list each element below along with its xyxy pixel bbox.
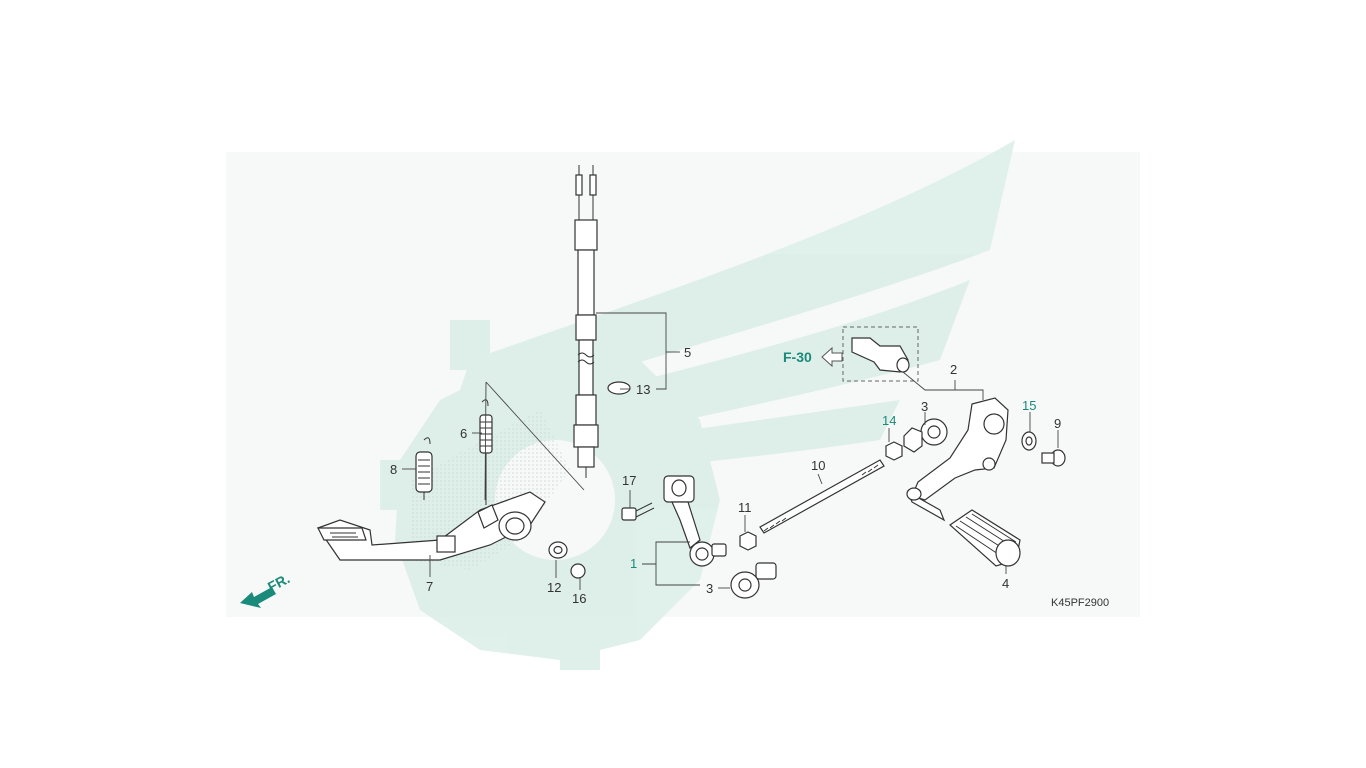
callout-16: 16	[572, 591, 586, 606]
callout-5: 5	[684, 345, 691, 360]
callout-13: 13	[636, 382, 650, 397]
snap-ring-16	[570, 563, 586, 579]
callout-8: 8	[390, 462, 397, 477]
tie-rod-10	[759, 459, 885, 534]
shift-rubber-4	[949, 509, 1021, 567]
bolt-9	[1041, 449, 1066, 467]
callout-11: 11	[738, 500, 752, 515]
callout-7: 7	[426, 579, 433, 594]
callout-4: 4	[1002, 576, 1009, 591]
ref-arrow-f30: F-30	[783, 346, 843, 368]
ref-page-label: F-30	[783, 349, 812, 365]
pedal-cable-leader	[484, 381, 585, 501]
bolt-17	[621, 502, 655, 521]
leader-lines	[402, 312, 1059, 590]
callout-14: 14	[882, 413, 896, 428]
callout-10: 10	[811, 458, 825, 473]
brake-switch-cable	[573, 165, 599, 478]
gearshift-arm	[663, 475, 727, 567]
callout-15: 15	[1022, 398, 1036, 413]
diagram-code: K45PF2900	[1051, 597, 1109, 609]
callout-3-upper: 3	[921, 399, 928, 414]
callout-12: 12	[547, 580, 561, 595]
nut-11	[739, 531, 757, 551]
washer-12	[548, 541, 568, 559]
brake-pedal	[317, 491, 546, 561]
tie-rod-joint-upper	[903, 418, 948, 453]
callout-17: 17	[622, 473, 636, 488]
washer-15	[1021, 431, 1037, 451]
shading-area	[410, 410, 570, 570]
callout-6: 6	[460, 426, 467, 441]
callout-1: 1	[630, 556, 637, 571]
tie-rod-joint-lower	[730, 562, 777, 599]
gearshift-pedal	[906, 397, 1009, 522]
callout-2: 2	[950, 362, 957, 377]
callout-3-lower: 3	[706, 581, 713, 596]
cable-clip	[607, 381, 631, 395]
callout-9: 9	[1054, 416, 1061, 431]
nut-14	[885, 441, 903, 461]
brake-spring-large	[415, 437, 433, 500]
